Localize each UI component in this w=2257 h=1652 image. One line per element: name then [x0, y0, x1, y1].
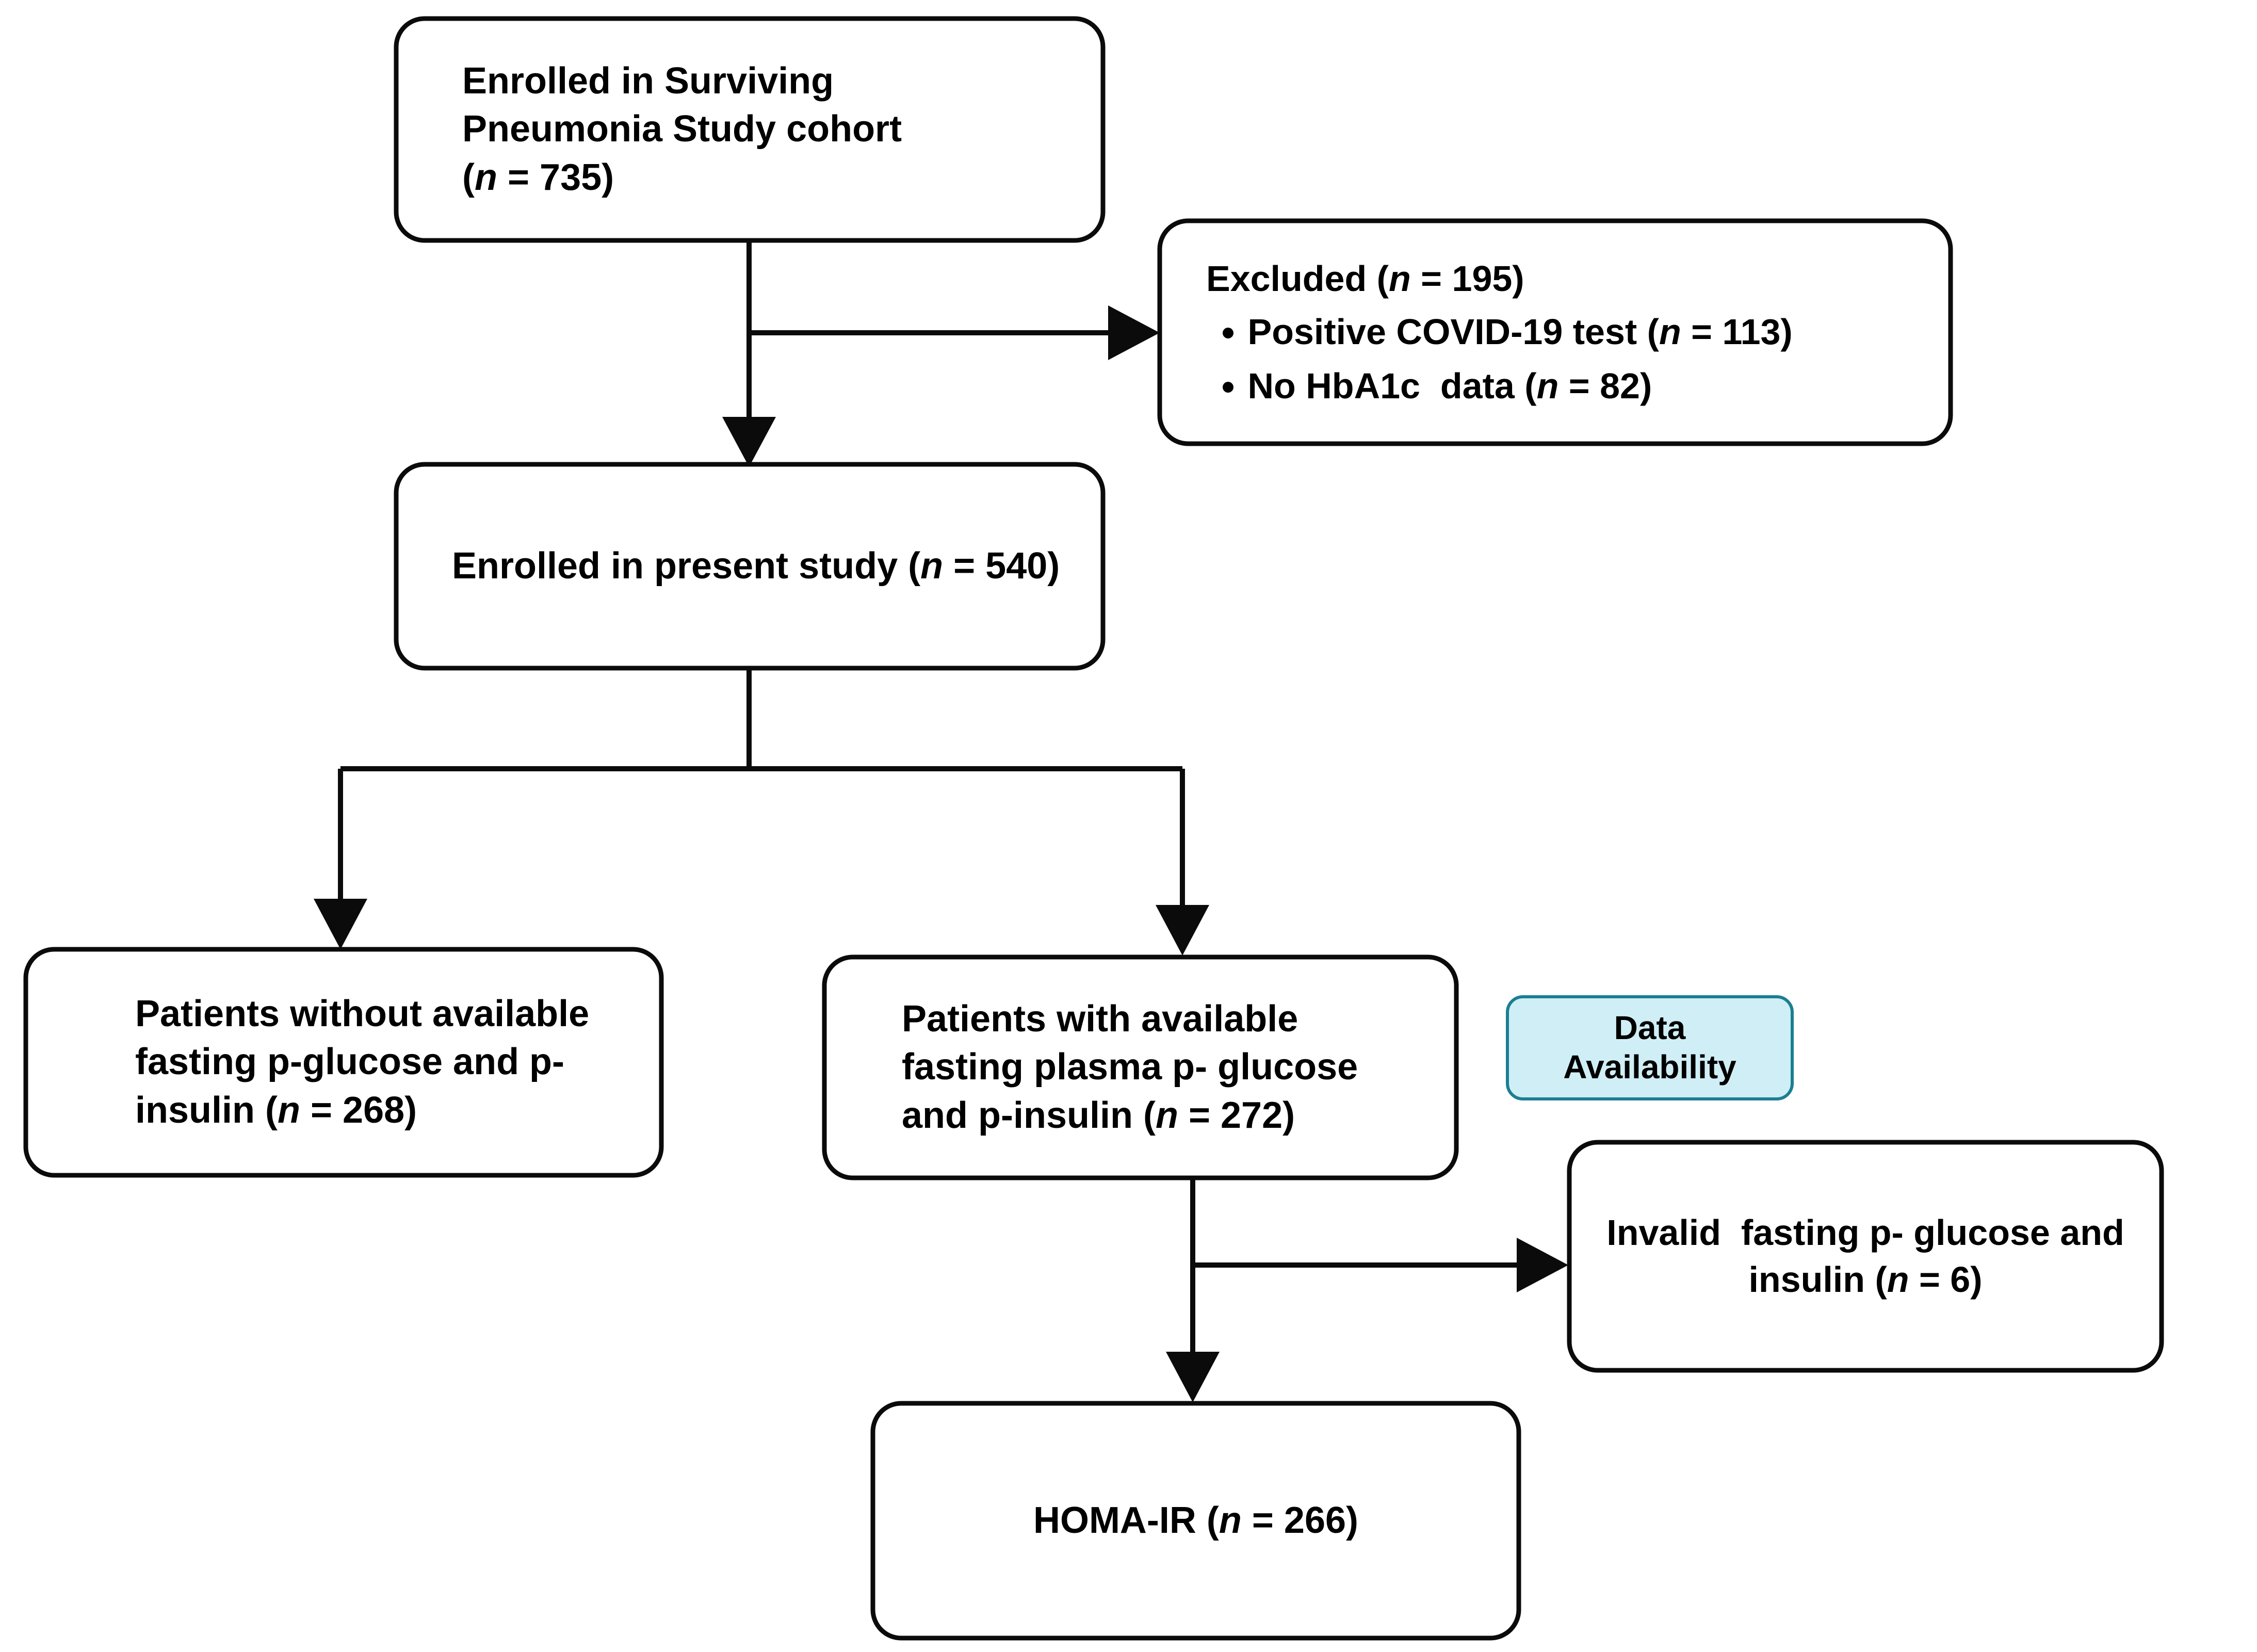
node-shape-enrolled-present-study[interactable]	[394, 462, 1106, 671]
node-shape-enrolled-cohort[interactable]	[394, 16, 1106, 243]
node-shape-homa-ir[interactable]	[870, 1401, 1521, 1641]
connector-split-to-with-labs	[1156, 769, 1209, 955]
connector-with-labs-to-homa-ir	[1166, 1177, 1220, 1402]
node-shape-excluded[interactable]	[1157, 218, 1953, 446]
connector-cohort-to-excluded	[749, 305, 1160, 360]
node-shape-patients-with-labs[interactable]	[822, 954, 1459, 1180]
connector-with-labs-to-invalid	[1193, 1238, 1568, 1292]
node-shape-data-availability[interactable]	[1506, 995, 1794, 1100]
node-shape-invalid-labs[interactable]	[1567, 1140, 2164, 1373]
node-shape-patients-without-labs[interactable]	[23, 947, 664, 1178]
connector-present-study-split	[340, 668, 1182, 771]
connector-split-to-without-labs	[314, 769, 367, 949]
connector-cohort-to-present-study	[722, 240, 776, 467]
